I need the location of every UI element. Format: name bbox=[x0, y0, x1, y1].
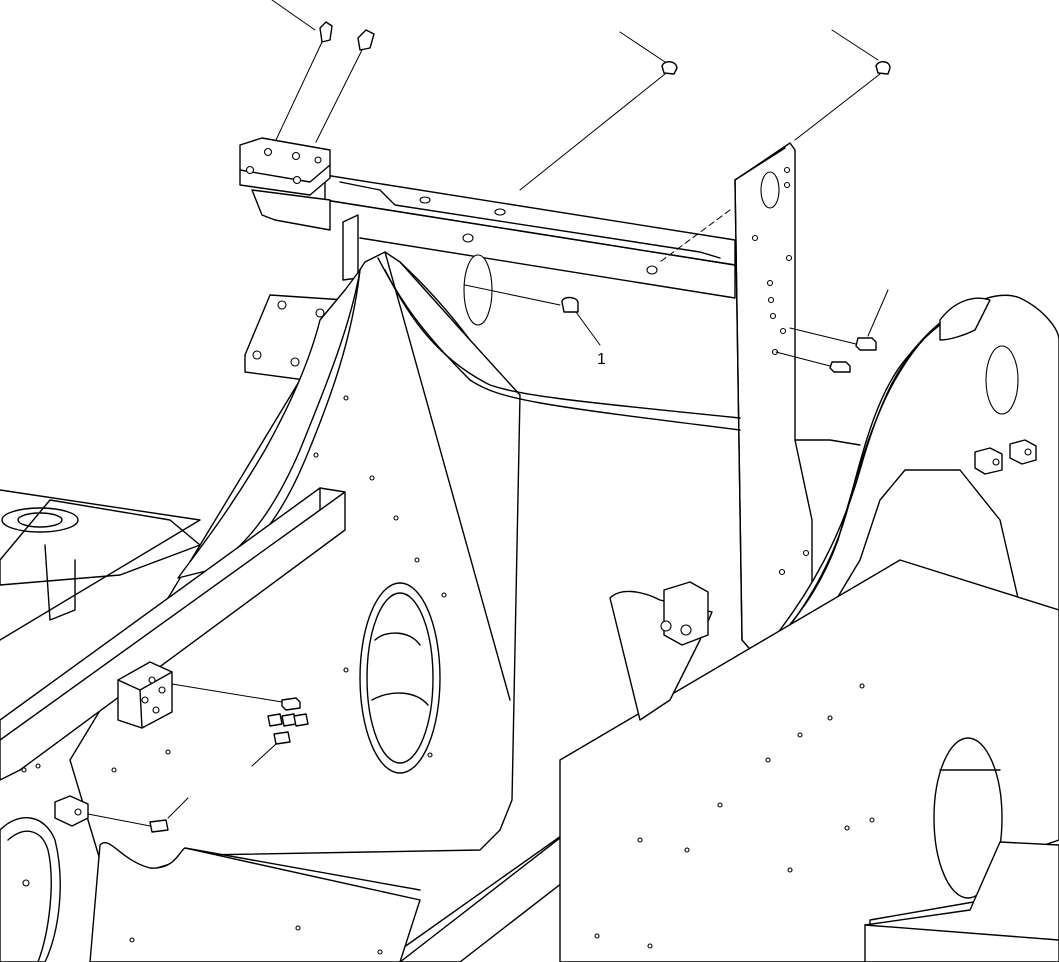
callout-1-label: 1 bbox=[597, 351, 606, 368]
pin-1 bbox=[561, 296, 579, 313]
pin-lower-2 bbox=[267, 713, 283, 727]
pin-top-4 bbox=[875, 61, 891, 75]
vertical-post bbox=[734, 142, 813, 656]
left-mount-bracket bbox=[239, 137, 359, 383]
callout-1: 1 bbox=[575, 311, 606, 368]
alignment-lines bbox=[87, 0, 889, 827]
fasteners bbox=[149, 21, 891, 833]
pin-lower-1 bbox=[281, 697, 301, 711]
callout-1-leader bbox=[575, 311, 601, 346]
left-mounting-block bbox=[117, 661, 173, 729]
pin-lower-5 bbox=[273, 731, 291, 745]
center-clamp bbox=[609, 581, 713, 721]
pin-top-2 bbox=[357, 29, 375, 51]
lower-body-panel bbox=[559, 559, 1059, 962]
pin-lower-4 bbox=[293, 713, 309, 727]
lower-mounting-block bbox=[54, 795, 89, 827]
lower-left-panel bbox=[0, 749, 421, 962]
right-pivot-arm bbox=[744, 294, 1059, 681]
pin-top-3 bbox=[661, 61, 678, 75]
pin-side-2 bbox=[829, 361, 851, 373]
pin-side-1 bbox=[855, 337, 877, 351]
left-long-beam bbox=[0, 487, 346, 781]
upper-cross-beam bbox=[324, 174, 736, 299]
pin-top-1 bbox=[319, 21, 333, 43]
pin-lower-6 bbox=[149, 819, 169, 833]
